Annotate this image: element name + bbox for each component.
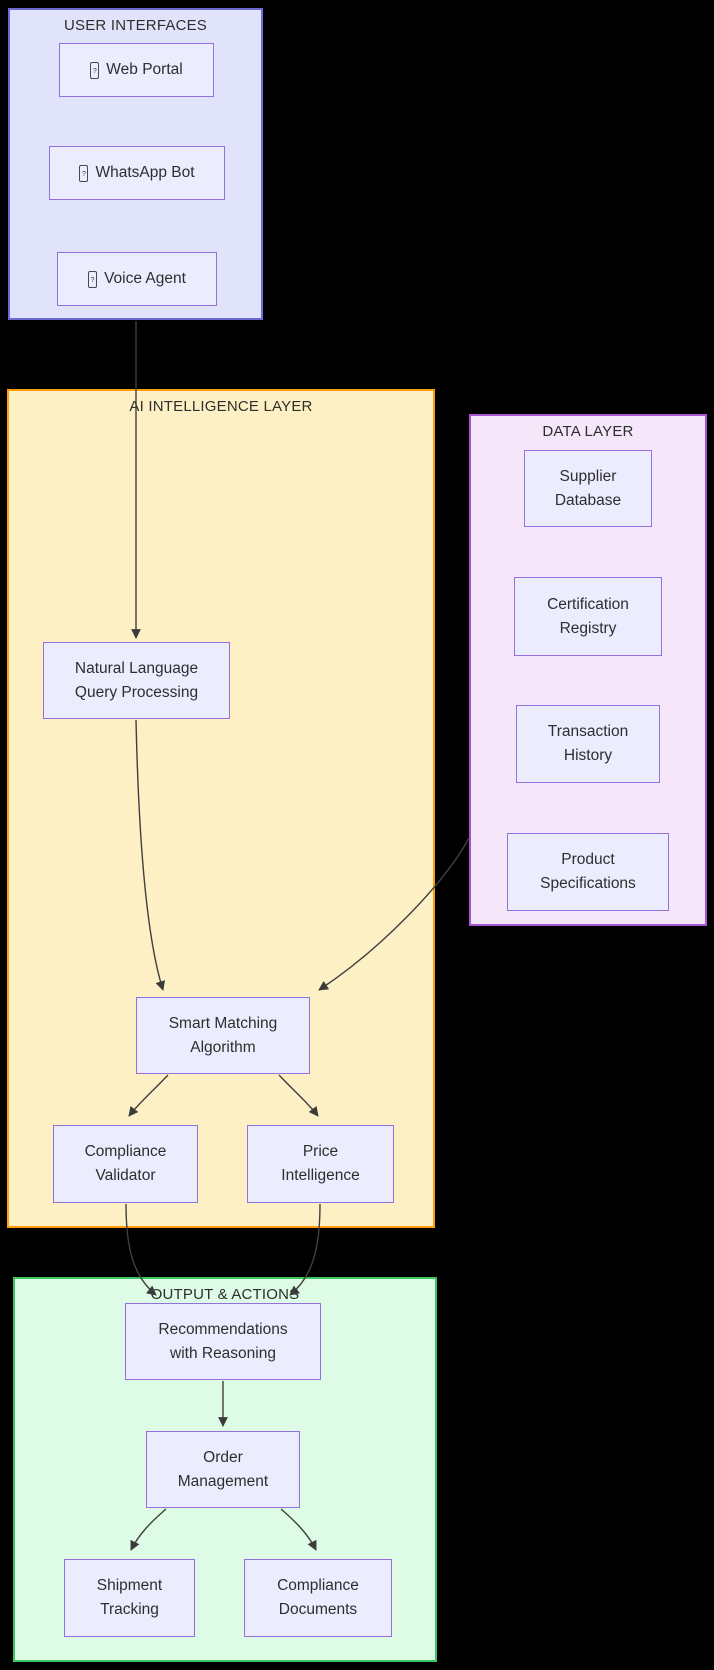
node-label-web-portal: Web Portal: [106, 61, 183, 78]
node-shipment-tracking: Shipment Tracking: [64, 1559, 195, 1637]
node-label-shipment-tracking: Shipment Tracking: [96, 1577, 163, 1618]
node-label-compliance-validator: Compliance Validator: [84, 1143, 167, 1184]
node-label-recommendations-with-reasoning: Recommendations with Reasoning: [158, 1320, 288, 1362]
node-supplier-database: Supplier Database: [524, 450, 652, 527]
group-title-data-layer: DATA LAYER: [542, 423, 634, 440]
node-label-whatsapp-bot: WhatsApp Bot: [95, 164, 195, 181]
node-certification-registry: Certification Registry: [514, 577, 662, 656]
node-compliance-validator: Compliance Validator: [53, 1125, 198, 1203]
node-label-voice-agent: Voice Agent: [104, 270, 186, 287]
node-recommendations-with-reasoning: Recommendations with Reasoning: [125, 1303, 321, 1380]
node-whatsapp-bot: ? WhatsApp Bot: [49, 146, 225, 200]
node-label-smart-matching-algorithm: Smart Matching Algorithm: [168, 1014, 278, 1056]
node-price-intelligence: Price Intelligence: [247, 1125, 394, 1203]
node-label-compliance-documents: Compliance Documents: [277, 1577, 359, 1618]
missing-glyph-icon: ?: [90, 61, 100, 79]
node-label-certification-registry: Certification Registry: [547, 595, 629, 637]
node-label-transaction-history: Transaction History: [547, 723, 629, 764]
missing-glyph-icon: ?: [79, 164, 89, 182]
node-label-price-intelligence: Price Intelligence: [281, 1143, 360, 1184]
node-transaction-history: Transaction History: [516, 705, 660, 783]
node-label-natural-language-query-processing: Natural Language Query Processing: [74, 659, 199, 701]
node-smart-matching-algorithm: Smart Matching Algorithm: [136, 997, 310, 1074]
group-title-ai-intelligence-layer: AI INTELLIGENCE LAYER: [129, 398, 313, 415]
node-label-supplier-database: Supplier Database: [554, 467, 622, 509]
node-product-specifications: Product Specifications: [507, 833, 669, 911]
group-ai-intelligence-layer: AI INTELLIGENCE LAYER: [7, 389, 435, 1228]
node-label-order-management: Order Management: [177, 1448, 269, 1490]
node-voice-agent: ? Voice Agent: [57, 252, 217, 306]
node-compliance-documents: Compliance Documents: [244, 1559, 392, 1637]
node-web-portal: ? Web Portal: [59, 43, 214, 97]
node-label-product-specifications: Product Specifications: [540, 851, 636, 892]
group-title-user-interfaces: USER INTERFACES: [63, 17, 208, 34]
group-title-output-actions: OUTPUT & ACTIONS: [150, 1286, 300, 1303]
missing-glyph-icon: ?: [88, 270, 98, 288]
node-order-management: Order Management: [146, 1431, 300, 1508]
node-natural-language-query-processing: Natural Language Query Processing: [43, 642, 230, 719]
